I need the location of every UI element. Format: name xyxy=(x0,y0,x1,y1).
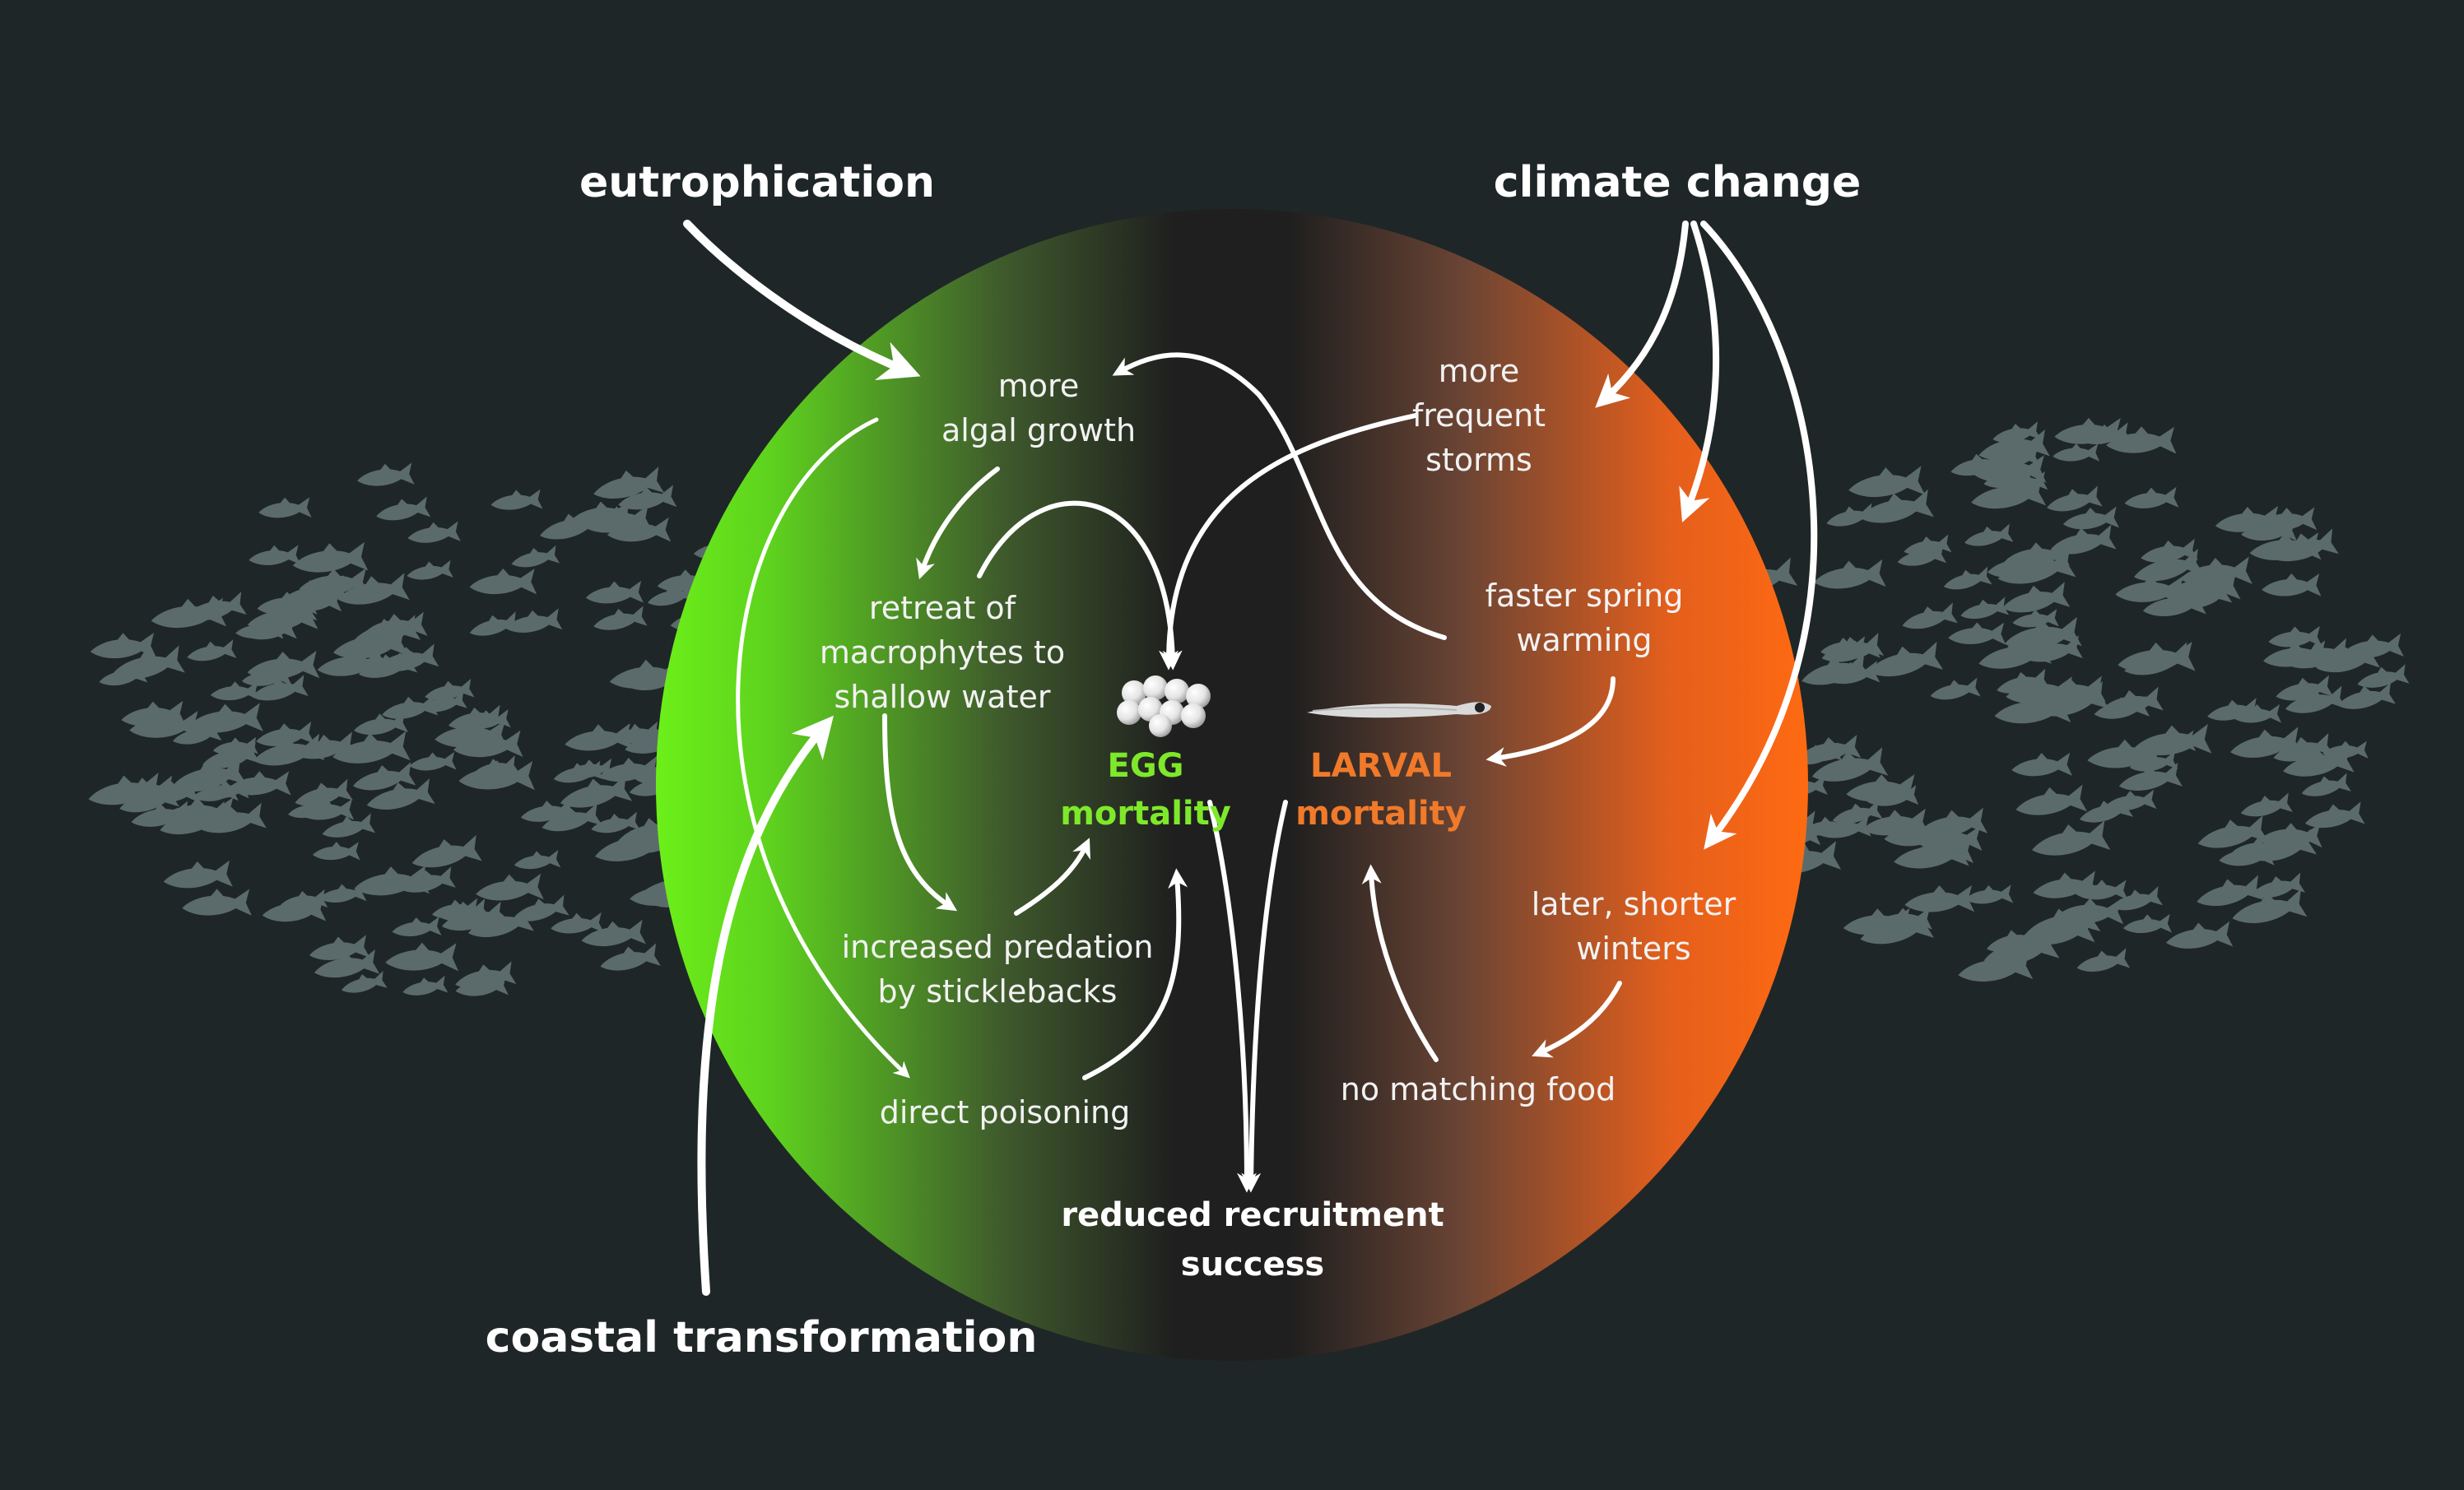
larval-label: LARVAL xyxy=(1310,747,1452,785)
fish-silhouette xyxy=(1941,564,1992,596)
egg-label: EGG xyxy=(1107,747,1184,785)
fish-silhouette xyxy=(489,487,543,515)
fish-silhouette xyxy=(334,569,410,613)
fish-silhouette xyxy=(2122,912,2173,938)
fish-silhouette xyxy=(1846,462,1926,505)
fish-silhouette xyxy=(1824,501,1876,533)
fish-silhouette xyxy=(390,914,442,941)
arrow-macrophytes-to-predation xyxy=(882,713,958,912)
factor-spring-warming: faster spring warming xyxy=(1485,578,1684,658)
fish-silhouette xyxy=(257,494,312,523)
fish-silhouette xyxy=(291,538,369,580)
fish-silhouette xyxy=(2260,571,2322,601)
arrow-algal-to-poisoning xyxy=(736,417,910,1079)
arrow-food-to-larval xyxy=(1361,864,1439,1062)
egg-mortality-word: mortality xyxy=(1060,795,1231,833)
arrow-coastal-to-macrophytes xyxy=(697,715,834,1296)
fish-silhouette xyxy=(184,637,237,667)
arrow-climate-to-spring-warming xyxy=(1679,220,1720,522)
factor-direct-poisoning: direct poisoning xyxy=(879,1094,1131,1130)
fish-silhouette xyxy=(405,558,453,585)
driver-coastal-transformation: coastal transformation xyxy=(485,1313,1038,1362)
larval-mortality-word: mortality xyxy=(1295,795,1467,833)
fish-silhouette xyxy=(591,603,648,637)
arrow-eutrophication-to-algal-growth xyxy=(683,220,921,381)
fish-silhouette xyxy=(1962,522,2014,552)
outcome-reduced-recruitment: reduced recruitment success xyxy=(1061,1196,1444,1283)
driver-eutrophication: eutrophication xyxy=(579,158,935,207)
fish-silhouette xyxy=(384,940,459,977)
fish-silhouette xyxy=(401,973,449,1001)
central-sphere xyxy=(656,209,1808,1361)
arrow-egg-to-recruitment xyxy=(1207,800,1257,1193)
fish-silhouette xyxy=(2052,441,2100,466)
factor-shorter-winters: later, shorter winters xyxy=(1531,886,1736,967)
fish-silhouette xyxy=(473,870,544,907)
fish-silhouette xyxy=(356,460,415,492)
factor-frequent-storms: more frequent storms xyxy=(1411,353,1546,478)
arrow-larval-to-recruitment xyxy=(1241,800,1288,1193)
causal-arrows xyxy=(683,220,1818,1296)
arrow-storms-to-egg xyxy=(1159,413,1418,671)
fish-silhouette xyxy=(584,578,644,609)
fish-silhouette xyxy=(2238,790,2293,824)
fish-silhouette xyxy=(1958,595,2009,625)
fish-silhouette xyxy=(311,839,360,865)
arrow-climate-to-storms xyxy=(1595,220,1689,408)
fish-silhouette xyxy=(2074,945,2131,978)
arrow-winters-to-food xyxy=(1532,981,1622,1058)
fish-silhouette xyxy=(467,565,537,601)
factor-stickleback-predation: increased predation by sticklebacks xyxy=(841,929,1154,1010)
fish-silhouette xyxy=(597,940,661,978)
fish-silhouette xyxy=(1899,600,1958,637)
fish-silhouette xyxy=(1903,882,1975,919)
arrow-spring-to-algal xyxy=(1112,352,1447,640)
factor-no-matching-food: no matching food xyxy=(1340,1071,1616,1107)
fish-larva-icon xyxy=(1307,702,1491,718)
fish-silhouette xyxy=(509,543,560,573)
arrow-algal-to-macrophytes xyxy=(916,466,1000,580)
factor-macrophyte-retreat: retreat of macrophytes to shallow water xyxy=(819,590,1066,715)
fish-silhouette xyxy=(2164,918,2234,956)
fish-silhouette xyxy=(407,750,457,775)
larval-mortality-label: LARVAL mortality xyxy=(1295,742,1467,838)
arrow-predation-to-egg xyxy=(1014,838,1090,916)
fish-silhouette xyxy=(180,886,252,921)
fish-silhouette xyxy=(1947,620,2006,649)
fish-egg-cluster-icon xyxy=(1117,675,1211,737)
fish-silhouette xyxy=(161,857,233,895)
fish-silhouette xyxy=(2122,485,2179,514)
arrow-climate-to-winters xyxy=(1700,220,1818,850)
fish-silhouette xyxy=(2115,638,2196,680)
fish-silhouette xyxy=(374,494,431,527)
egg-mortality-label: EGG mortality xyxy=(1060,742,1231,838)
fish-silhouette xyxy=(2010,750,2072,782)
fish-silhouette xyxy=(1928,675,1981,706)
arrow-macrophytes-to-egg xyxy=(977,500,1183,671)
fish-silhouette xyxy=(2013,782,2088,824)
fish-silhouette xyxy=(513,847,561,875)
fish-silhouette xyxy=(247,542,301,570)
factor-algal-growth: more algal growth xyxy=(941,368,1137,448)
fish-silhouette xyxy=(2028,817,2111,866)
arrow-spring-to-larval xyxy=(1485,676,1616,767)
fish-silhouette xyxy=(1811,556,1886,596)
driver-climate-change: climate change xyxy=(1493,158,1862,207)
arrow-poisoning-to-egg xyxy=(1082,868,1188,1080)
fish-silhouette xyxy=(408,832,482,876)
fish-silhouette xyxy=(406,518,461,549)
